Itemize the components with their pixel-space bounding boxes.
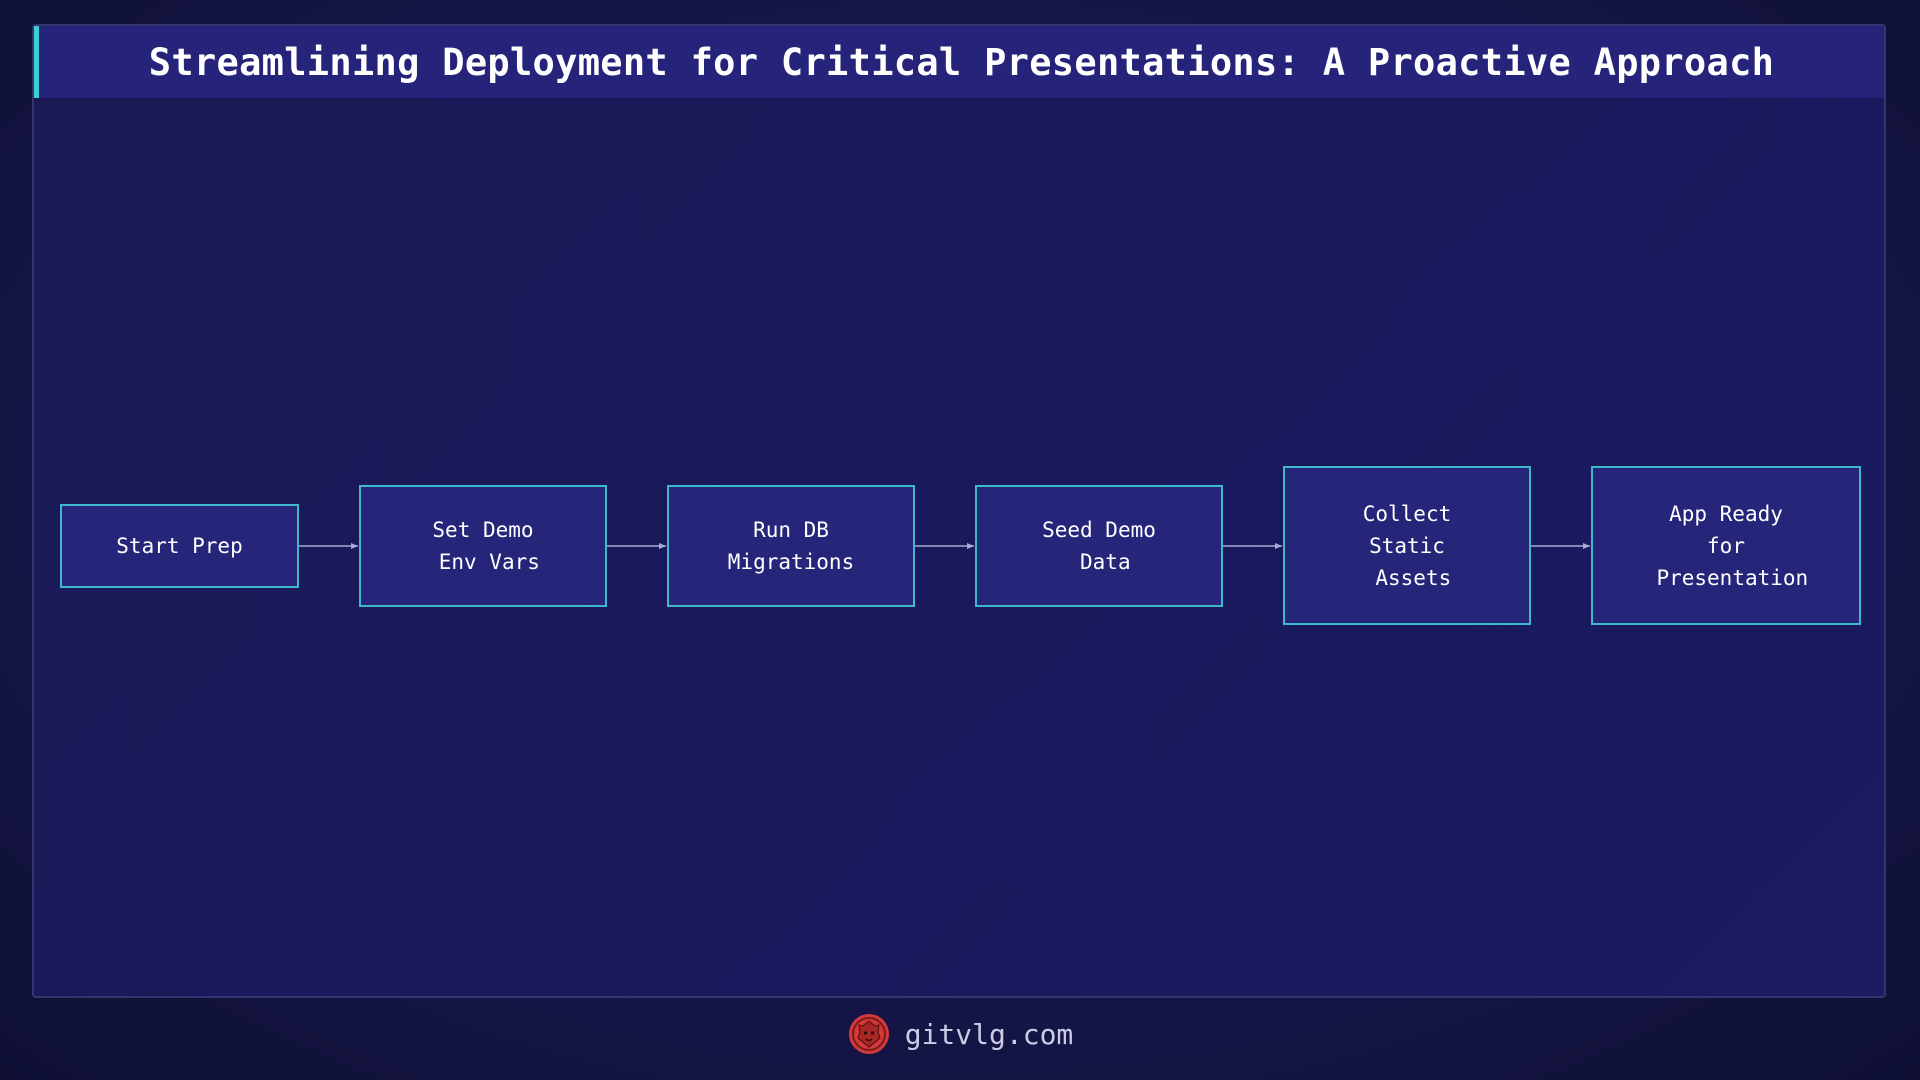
title-bar: Streamlining Deployment for Critical Pre… bbox=[34, 26, 1884, 98]
flow-node-label: Set Demo Env Vars bbox=[432, 518, 540, 574]
flow-node-label: Collect Static Assets bbox=[1362, 501, 1452, 590]
flow-node-run-db-migrations: Run DB Migrations bbox=[667, 485, 915, 607]
flow-node-label: Start Prep bbox=[116, 534, 243, 558]
diagram-panel: Streamlining Deployment for Critical Pre… bbox=[32, 24, 1886, 998]
footer: gitvlg.com bbox=[0, 1008, 1920, 1060]
flow-node-app-ready: App Ready for Presentation bbox=[1591, 466, 1861, 625]
flow-node-seed-demo-data: Seed Demo Data bbox=[975, 485, 1223, 607]
flow-node-label: Run DB Migrations bbox=[727, 518, 855, 574]
flow-node-label: App Ready for Presentation bbox=[1656, 501, 1809, 590]
page-title: Streamlining Deployment for Critical Pre… bbox=[148, 40, 1775, 84]
flow-node-set-demo-env-vars: Set Demo Env Vars bbox=[359, 485, 607, 607]
flow-node-label: Seed Demo Data bbox=[1042, 518, 1156, 574]
lion-head-icon bbox=[848, 1014, 889, 1054]
footer-site-link[interactable]: gitvlg.com bbox=[904, 1017, 1074, 1051]
flow-node-collect-static-assets: Collect Static Assets bbox=[1283, 466, 1531, 625]
flow-node-start-prep: Start Prep bbox=[60, 504, 299, 588]
